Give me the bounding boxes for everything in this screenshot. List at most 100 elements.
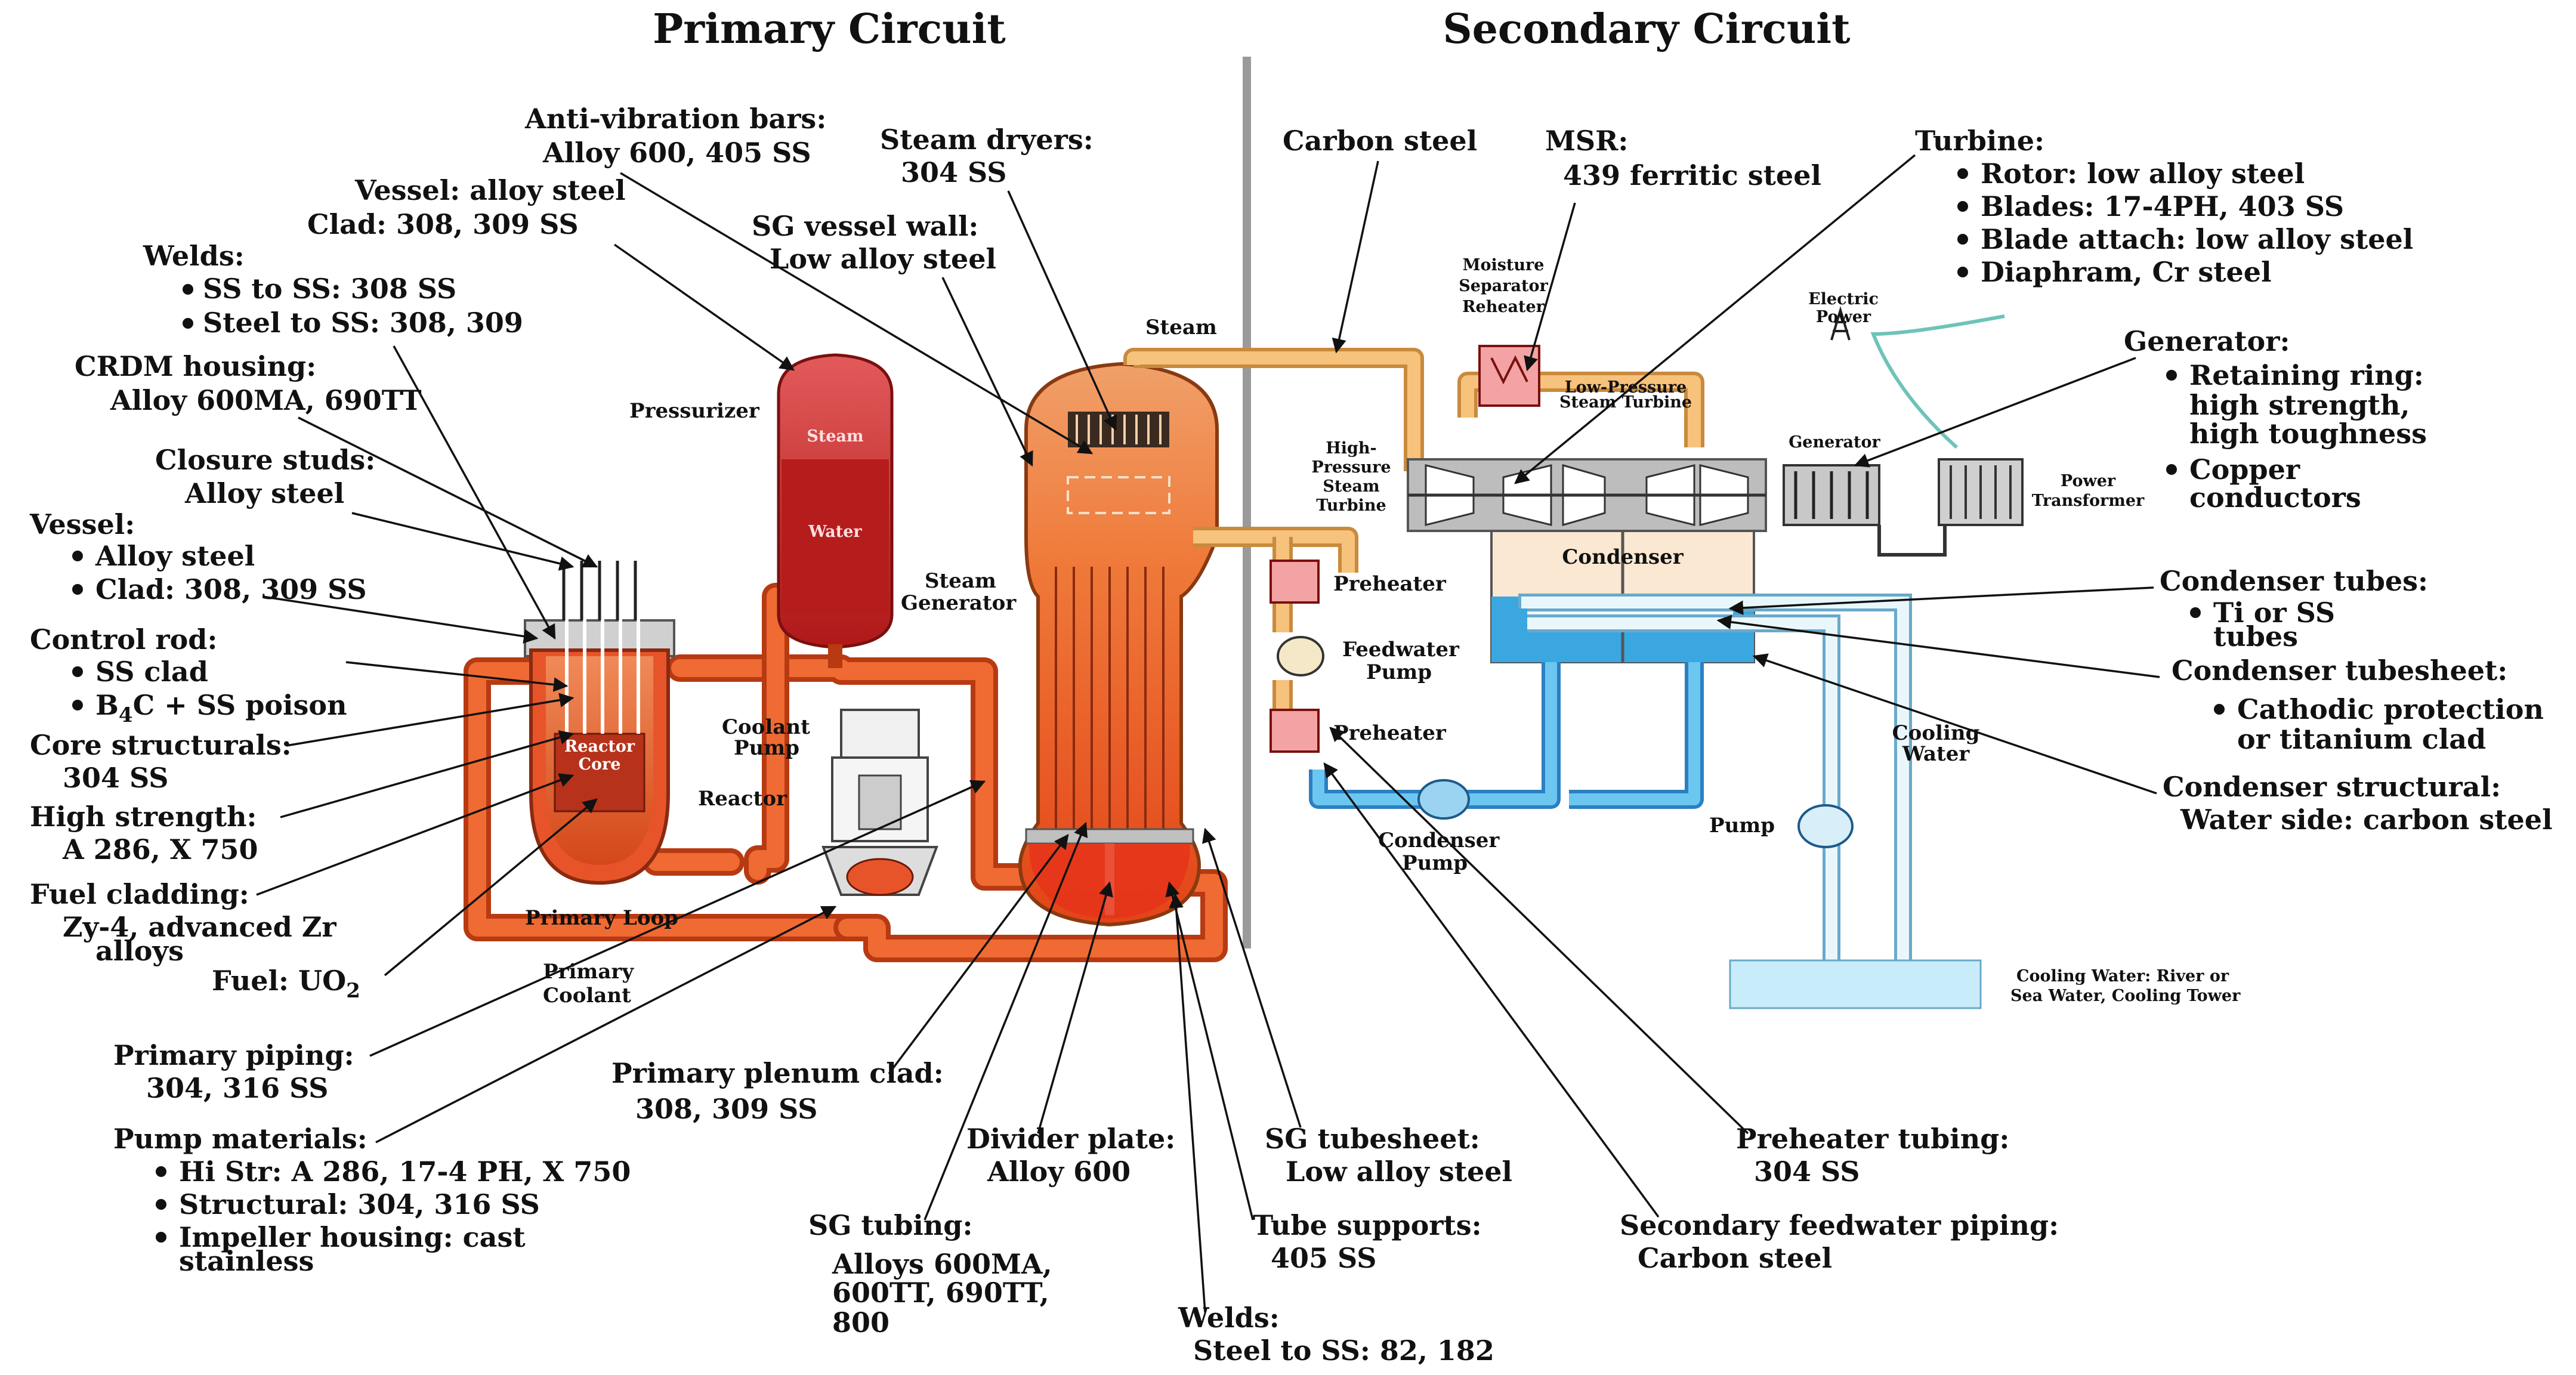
svg-text:Closure studs:: Closure studs: [155,444,375,476]
svg-text:Welds:: Welds: [143,240,245,272]
primary-coolant-label-2: Coolant [543,984,631,1008]
cooling-water-label-1: Cooling [1892,721,1980,745]
preheater-lower-label: Preheater [1333,721,1447,745]
svg-text:Diaphram, Cr steel: Diaphram, Cr steel [1981,256,2272,288]
cooling-water-label-2: Water [1902,742,1970,766]
cooling-water-reservoir [1729,959,1982,1009]
msr-label-2: Separator [1459,277,1548,295]
steam-generator-label-2: Generator [901,591,1017,615]
label-tube-supports: Tube supports: 405 SS [1253,1209,1482,1274]
cooling-source-label-1: Cooling Water: River or [2016,967,2229,985]
cooling-pump-label: Pump [1709,814,1775,838]
svg-text:Primary plenum clad:: Primary plenum clad: [611,1057,944,1089]
electric-power-label-1: Electric [1808,290,1879,308]
svg-text:Condenser structural:: Condenser structural: [2163,771,2501,803]
preheater-upper-label: Preheater [1333,572,1447,596]
svg-text:Welds:: Welds: [1178,1302,1280,1334]
svg-text:Alloys 600MA,: Alloys 600MA, [832,1248,1052,1280]
svg-text:CRDM housing:: CRDM housing: [75,350,316,382]
svg-text:Steel to SS: 308, 309: Steel to SS: 308, 309 [203,307,523,339]
svg-text:Low alloy steel: Low alloy steel [770,243,996,275]
lower-preheater [1270,709,1320,753]
label-primary-piping: Primary piping: 304, 316 SS [113,1039,354,1104]
svg-text:High strength:: High strength: [30,801,257,833]
msr-label-3: Reheater [1462,298,1545,316]
label-msr: MSR: 439 ferritic steel [1545,125,1821,191]
svg-text:Carbon steel: Carbon steel [1638,1242,1832,1274]
svg-text:Hi Str: A 286, 17-4 PH, X 750: Hi Str: A 286, 17-4 PH, X 750 [179,1155,631,1188]
svg-text:304 SS: 304 SS [63,762,168,794]
coolant-pump-label-1: Coolant [722,715,810,739]
cooling-pump [1797,804,1854,848]
label-closure-studs: Closure studs: Alloy steel [155,444,375,509]
svg-text:Cathodic protection: Cathodic protection [2237,693,2544,725]
svg-text:B4C + SS poison: B4C + SS poison [95,689,347,727]
svg-text:Turbine:: Turbine: [1915,125,2044,157]
steam-pipe-label: Steam [1145,316,1217,339]
svg-text:Core structurals:: Core structurals: [30,729,292,761]
lp-turbine-label-2: Steam Turbine [1559,393,1692,412]
label-condenser-tubesheet: Condenser tubesheet: Cathodic protection… [2172,654,2544,755]
label-vessel-left: Vessel: Alloy steel Clad: 308, 309 SS [29,508,367,605]
pressurizer-steam-label: Steam [807,427,863,446]
svg-text:304 SS: 304 SS [901,156,1006,189]
svg-text:Vessel:: Vessel: [29,508,135,540]
primary-loop-label: Primary Loop [525,906,678,930]
svg-text:tubes: tubes [2213,620,2298,653]
svg-text:SS clad: SS clad [95,656,208,688]
svg-text:Water side: carbon steel: Water side: carbon steel [2180,804,2553,836]
pressurizer-water-label: Water [808,523,862,541]
label-anti-vibration: Anti-vibration bars: Alloy 600, 405 SS [524,103,826,169]
power-transformer-label-2: Transformer [2032,492,2145,510]
label-sg-tubing: SG tubing: Alloys 600MA, 600TT, 690TT, 8… [808,1209,1052,1339]
hp-turbine-label-3: Steam [1323,477,1379,496]
svg-text:Fuel cladding:: Fuel cladding: [30,878,249,910]
svg-text:304 SS: 304 SS [1754,1155,1860,1188]
svg-text:Primary piping:: Primary piping: [113,1039,354,1071]
svg-text:SG tubesheet:: SG tubesheet: [1265,1123,1480,1155]
label-welds-bottom: Welds: Steel to SS: 82, 182 [1178,1302,1494,1367]
label-pump-materials: Pump materials: Hi Str: A 286, 17-4 PH, … [113,1123,631,1277]
label-generator: Generator: Retaining ring: high strength… [2124,325,2427,514]
reactor-core-label-2: Core [579,755,621,774]
label-crdm: CRDM housing: Alloy 600MA, 690TT [75,350,422,416]
svg-text:Alloy 600, 405 SS: Alloy 600, 405 SS [542,137,811,169]
svg-text:800: 800 [832,1306,889,1339]
svg-text:308, 309 SS: 308, 309 SS [635,1093,818,1125]
cooling-source-label-2: Sea Water, Cooling Tower [2010,987,2241,1005]
svg-text:Retaining ring:: Retaining ring: [2189,359,2424,391]
svg-text:Condenser tubesheet:: Condenser tubesheet: [2172,654,2507,687]
svg-text:600TT, 690TT,: 600TT, 690TT, [832,1277,1049,1309]
label-preheater-tubing: Preheater tubing: 304 SS [1736,1123,2009,1188]
label-condenser-structural: Condenser structural: Water side: carbon… [2163,771,2553,836]
label-condenser-tubes: Condenser tubes: Ti or SS tubes [2160,565,2428,653]
svg-text:Alloy steel: Alloy steel [95,540,255,572]
svg-text:SG vessel wall:: SG vessel wall: [752,210,978,242]
svg-text:Blade attach: low alloy steel: Blade attach: low alloy steel [1981,223,2413,255]
label-fuel: Fuel: UO2 [212,965,360,1003]
hp-turbine-label-2: Pressure [1311,458,1391,477]
svg-text:Alloy 600: Alloy 600 [987,1155,1131,1188]
feedwater-piping [1272,537,1912,966]
svg-text:Low alloy steel: Low alloy steel [1286,1155,1512,1188]
svg-text:Steam dryers:: Steam dryers: [880,123,1094,156]
svg-text:Fuel: UO2: Fuel: UO2 [212,965,360,1003]
turbine-set [1407,458,1767,532]
moisture-separator-reheater [1478,345,1540,407]
steam-generator [1018,361,1219,927]
svg-text:high strength,: high strength, [2189,389,2410,421]
svg-text:Blades: 17-4PH, 403 SS: Blades: 17-4PH, 403 SS [1981,190,2344,223]
pressurizer: Steam Water [777,353,894,668]
svg-text:Rotor: low alloy steel: Rotor: low alloy steel [1981,157,2305,190]
secondary-circuit-title: Secondary Circuit [1443,5,1851,53]
coolant-pump [821,709,938,896]
svg-text:high toughness: high toughness [2189,418,2427,450]
svg-text:Impeller housing: cast: Impeller housing: cast [179,1221,526,1253]
svg-text:SS to SS: 308 SS: SS to SS: 308 SS [203,273,456,305]
power-transformer-label-1: Power [2061,472,2116,490]
svg-text:Anti-vibration bars:: Anti-vibration bars: [524,103,826,135]
pressurizer-label: Pressurizer [629,399,760,423]
electric-power-label-2: Power [1816,308,1871,326]
svg-text:Alloy steel: Alloy steel [184,477,344,509]
svg-text:stainless: stainless [179,1245,314,1277]
